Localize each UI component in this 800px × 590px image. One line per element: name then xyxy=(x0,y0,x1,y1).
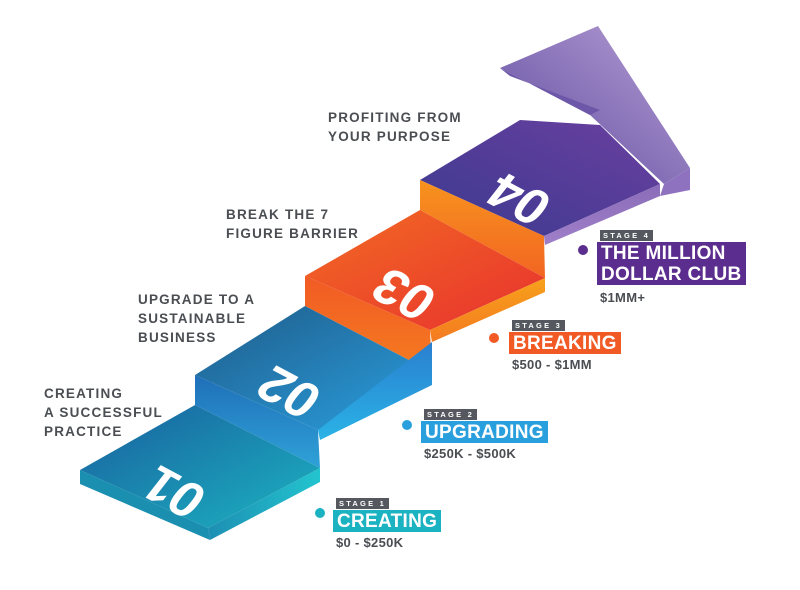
stage-1-range: $0 - $250K xyxy=(336,535,404,550)
stage-1-title: CREATING xyxy=(333,510,442,532)
stage-3-tag: STAGE 3 xyxy=(512,320,565,331)
stage-4-tag: STAGE 4 xyxy=(600,230,653,241)
step-3 xyxy=(305,210,545,372)
step-4-description: PROFITING FROM YOUR PURPOSE xyxy=(328,110,462,144)
stage-1-marker xyxy=(315,508,325,518)
stage-2-title: UPGRADING xyxy=(421,421,548,443)
stage-2-range: $250K - $500K xyxy=(424,446,517,461)
stage-2-tag: STAGE 2 xyxy=(424,409,477,420)
step-1-description: CREATING A SUCCESSFUL PRACTICE xyxy=(44,386,163,439)
step-1 xyxy=(80,405,320,540)
stage-3-title: BREAKING xyxy=(509,332,621,354)
stage-1-tag: STAGE 1 xyxy=(336,498,389,509)
arrow-head xyxy=(500,26,690,196)
stage-3-range: $500 - $1MM xyxy=(512,357,592,372)
stage-4-title: THE MILLION DOLLAR CLUB xyxy=(597,242,746,285)
stage-2-marker xyxy=(402,420,412,430)
step-4 xyxy=(420,120,660,278)
stage-3-marker xyxy=(489,333,499,343)
step-2-description: UPGRADE TO A SUSTAINABLE BUSINESS xyxy=(138,292,256,345)
stage-4-range: $1MM+ xyxy=(600,290,646,305)
step-2 xyxy=(195,306,432,468)
step-3-description: BREAK THE 7 FIGURE BARRIER xyxy=(226,207,360,241)
stage-4-marker xyxy=(578,245,588,255)
